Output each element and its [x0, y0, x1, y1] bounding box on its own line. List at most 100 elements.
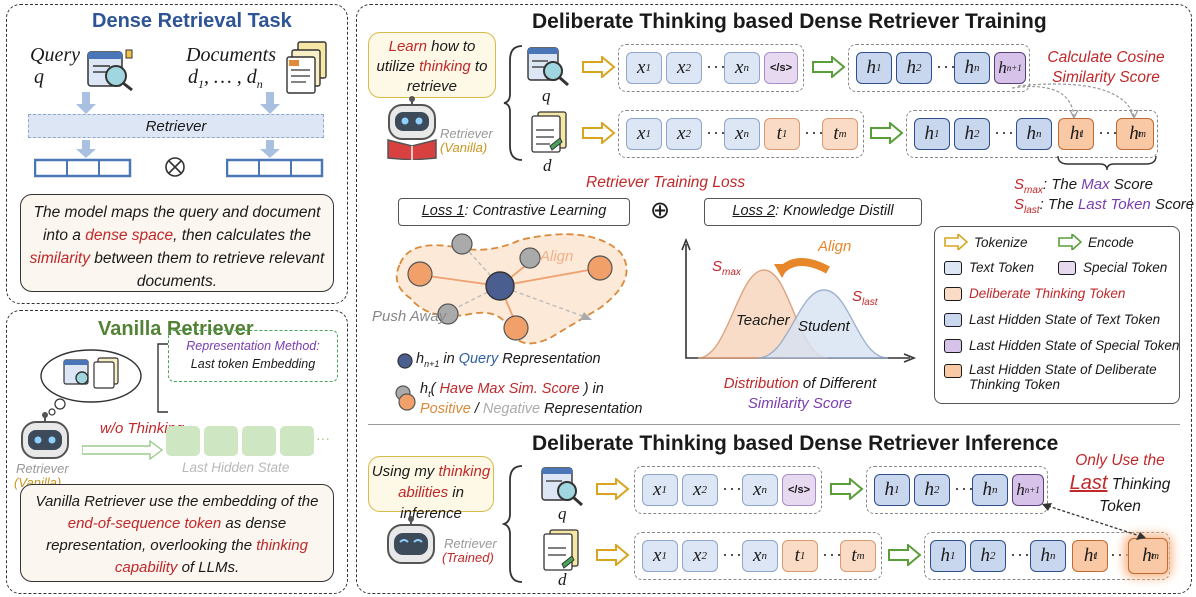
- inference-q-token-group: [634, 466, 822, 514]
- query-embedding-vector: [34, 158, 132, 178]
- dense-retrieval-panel: [6, 4, 348, 304]
- smax-curve-label: Smax: [712, 258, 741, 278]
- inference-d-label: d: [558, 570, 567, 589]
- slast-definition: Slast: The Last Token Score: [1014, 196, 1195, 216]
- hidden-dots: ···: [1010, 544, 1031, 564]
- inference-tokenize-arrow-d: [596, 544, 630, 566]
- training-loss-title: Retriever Training Loss: [586, 174, 746, 191]
- cosine-label: Calculate Cosine Similarity Score: [1047, 49, 1165, 86]
- query-search-icon: [87, 49, 133, 92]
- legend-swatch: [944, 364, 962, 378]
- training-brace: [503, 45, 523, 161]
- training-query-icon: [527, 47, 569, 87]
- inference-speech-bubble: Using my thinking abilities in inference: [368, 456, 494, 522]
- legend-hidden-special: Last Hidden State of Special Token: [944, 338, 1179, 353]
- representation-method-label: Representation Method:: [186, 339, 320, 353]
- student-label: Student: [798, 318, 850, 335]
- slast-curve-label: Slast: [852, 288, 878, 308]
- thought-cloud-icon: [40, 349, 142, 416]
- document-arrow-down: [260, 92, 280, 114]
- legend-text-token: Text Token: [944, 260, 1034, 275]
- hidden-dots: ···: [994, 122, 1015, 142]
- retriever-bar: Retriever: [28, 114, 324, 138]
- pos-neg-dots: [395, 385, 416, 411]
- inference-retriever-label: Retriever: [444, 536, 497, 551]
- distribution-caption: Distribution of Different Similarity Sco…: [723, 375, 877, 412]
- encode-arrow-q: [812, 56, 846, 78]
- hidden-block: [166, 426, 200, 456]
- token-dots: ···: [804, 122, 825, 142]
- inference-brace: [502, 465, 523, 583]
- legend-special-token: Special Token: [1058, 260, 1167, 275]
- contrastive-learning-diagram: [395, 233, 628, 345]
- representation-method-value: Last token Embedding: [190, 357, 316, 371]
- query-arrow-down: [76, 92, 96, 114]
- legend-swatch: [944, 286, 962, 301]
- training-q-token-group: [618, 44, 804, 92]
- encode-arrow-icon: [1058, 234, 1082, 250]
- hidden-dots: ···: [954, 478, 975, 498]
- vanilla-retriever-title: Vanilla Retriever: [98, 318, 254, 340]
- training-document-icon: [531, 111, 567, 153]
- last-token-link-arrow: [1042, 503, 1146, 540]
- training-title: Deliberate Thinking based Dense Retrieve…: [532, 10, 1047, 33]
- token-eos: </s>: [764, 52, 798, 84]
- token-dots: ···: [706, 122, 727, 142]
- inference-encode-arrow-d: [888, 544, 922, 566]
- vanilla-retriever-panel: [6, 310, 348, 594]
- last-hidden-state-label: Last Hidden State: [182, 460, 290, 475]
- loss1-box: Loss 1: Contrastive Learning: [398, 198, 630, 226]
- teacher-label: Teacher: [736, 312, 790, 329]
- legend-thinking-token: Deliberate Thinking Token: [944, 286, 1125, 301]
- representation-method-box: Representation Method: Last token Embedd…: [168, 330, 338, 382]
- legend-tokenize: Tokenize: [944, 234, 1028, 250]
- documents-icon: [286, 41, 327, 94]
- tokenize-arrow-icon: [944, 234, 968, 250]
- training-robot-icon: [387, 96, 437, 160]
- ht-legend: ht( Have Max Sim. Score ) in: [420, 381, 604, 399]
- bracket-line: [157, 343, 168, 413]
- inference-retriever-kind: (Trained): [442, 550, 494, 565]
- tensor-product-icon: [165, 157, 185, 177]
- query-symbol: q: [34, 66, 44, 88]
- vanilla-robot-icon: [21, 412, 69, 459]
- inference-title: Deliberate Thinking based Dense Retrieve…: [532, 432, 1059, 455]
- documents-symbol: d1, … , dn: [188, 66, 263, 91]
- inference-q-hidden-group: [866, 466, 1048, 514]
- without-thinking-label: w/o Thinking: [100, 420, 185, 437]
- legend-box: [934, 226, 1180, 404]
- legend-swatch: [944, 338, 962, 353]
- inference-q-label: q: [558, 504, 567, 523]
- inference-encode-arrow-q: [830, 478, 864, 500]
- align-label-distill: Align: [818, 238, 852, 255]
- training-q-label: q: [542, 86, 551, 105]
- score-brace: [1057, 155, 1157, 171]
- documents-label: Documents: [186, 44, 276, 66]
- training-q-hidden-group: [848, 44, 1030, 92]
- legend-hidden-text: Last Hidden State of Text Token: [944, 312, 1160, 327]
- cosine-arrows: [1011, 83, 1139, 120]
- pos-neg-legend: Positive / Negative Representation: [420, 401, 643, 417]
- inference-d-hidden-group: [924, 532, 1170, 580]
